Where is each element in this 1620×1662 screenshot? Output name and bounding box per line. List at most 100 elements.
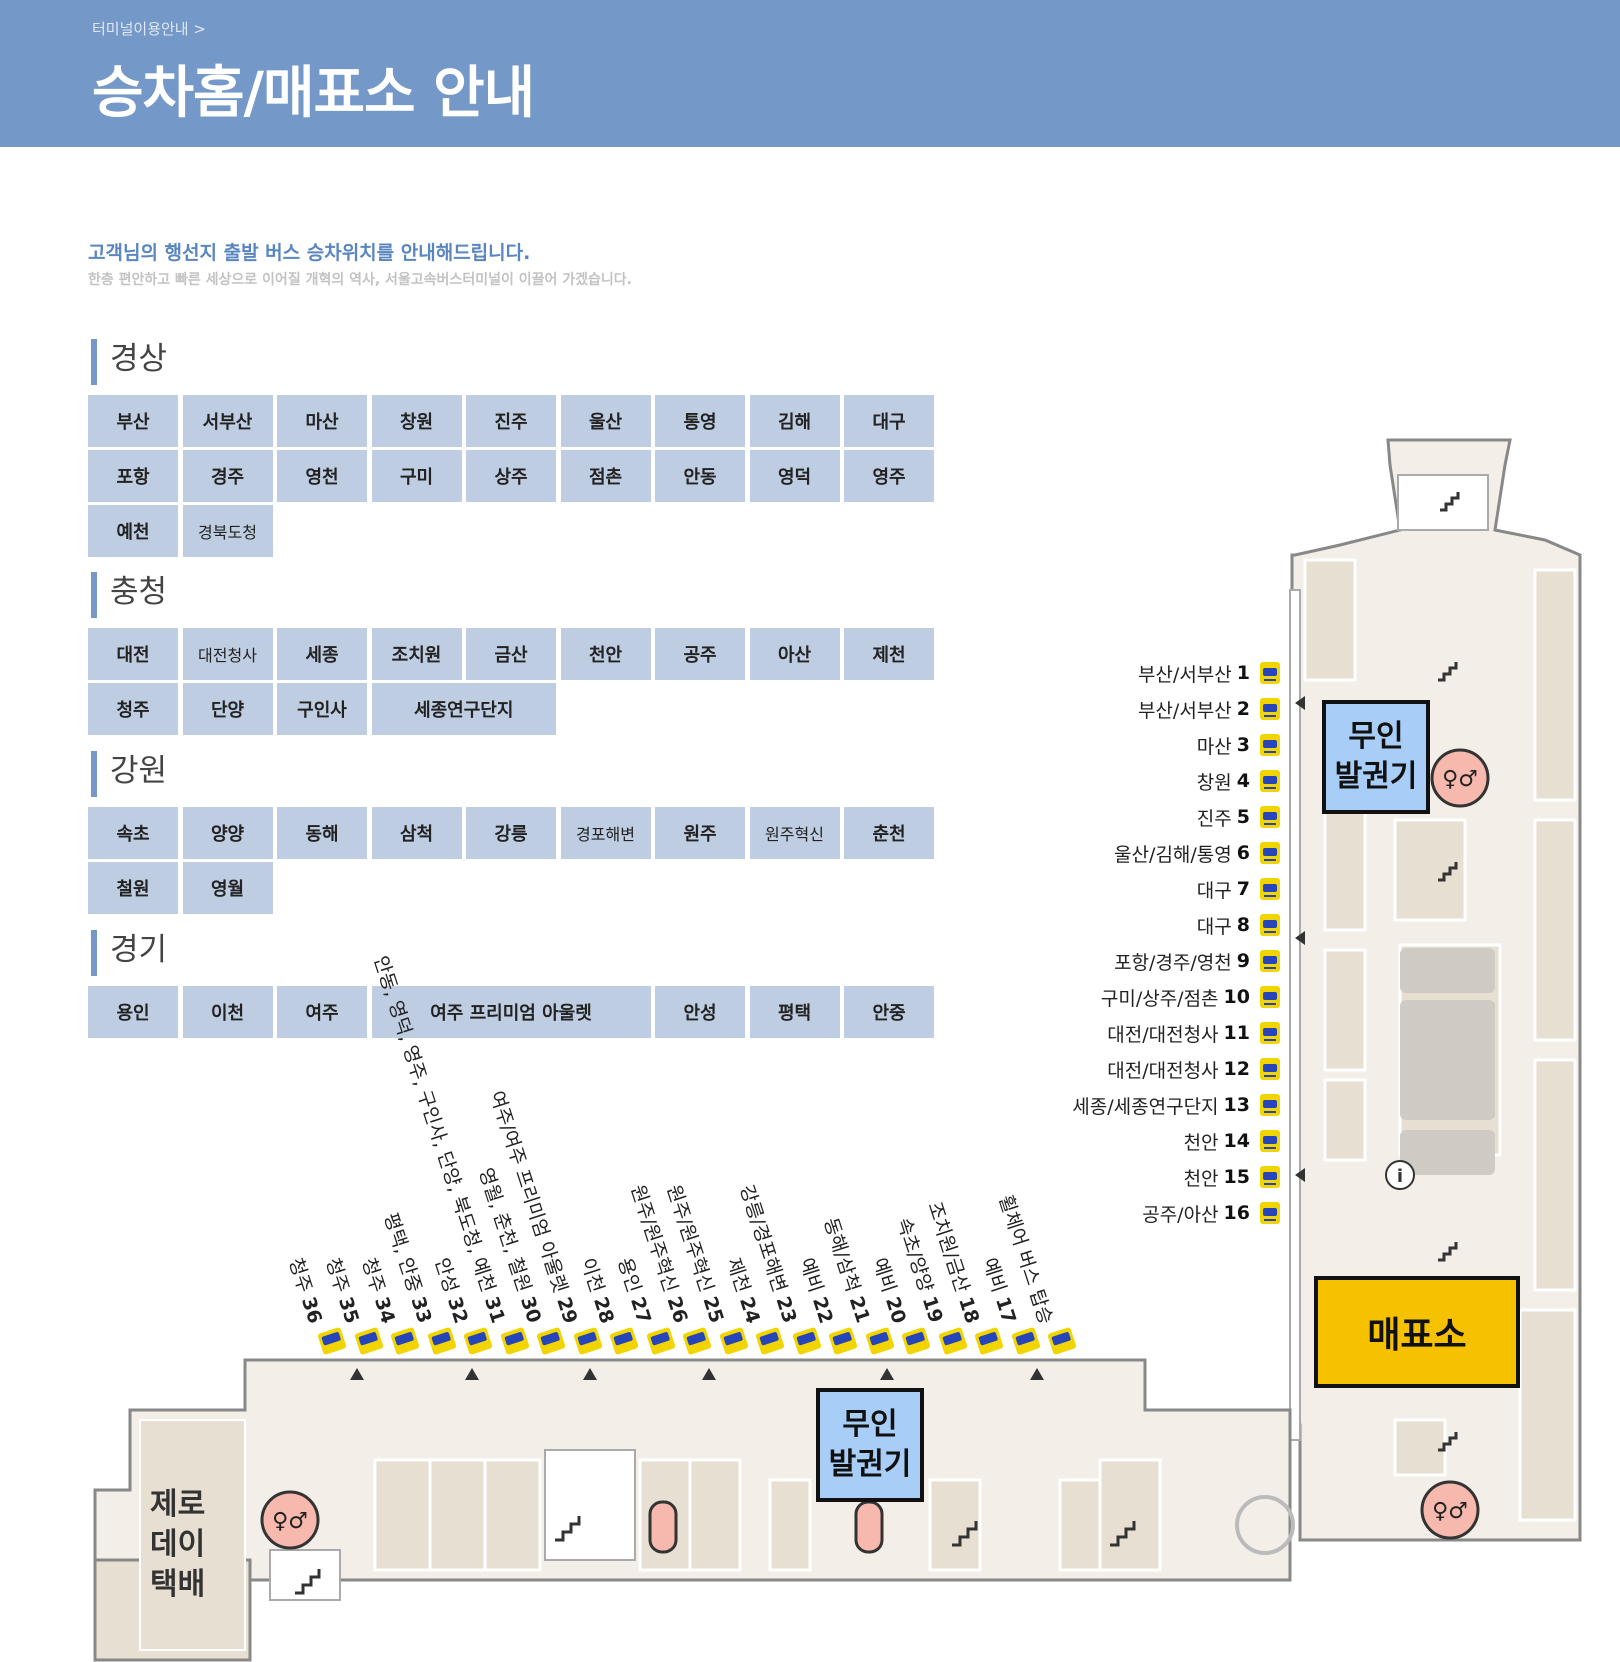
- destination-button[interactable]: 청주: [88, 683, 178, 735]
- zero-day-delivery[interactable]: 제로 데이 택배: [150, 1485, 205, 1605]
- region-title: 충청: [88, 568, 938, 618]
- destination-button[interactable]: 상주: [466, 450, 556, 502]
- destination-button[interactable]: 아산: [749, 628, 840, 680]
- destination-button[interactable]: 부산: [88, 395, 178, 447]
- destination-button[interactable]: 평택: [749, 986, 840, 1038]
- destination-button[interactable]: 경북도청: [182, 505, 273, 557]
- destination-button[interactable]: 영덕: [749, 450, 840, 502]
- kiosk-label: 무인: [1348, 719, 1404, 754]
- destination-button[interactable]: 울산: [560, 395, 651, 447]
- intro-headline: 고객님의 행선지 출발 버스 승차위치를 안내해드립니다.: [88, 242, 531, 264]
- destination-button[interactable]: 대전청사: [182, 628, 273, 680]
- bus-icon: [1260, 734, 1280, 756]
- destination-button[interactable]: 구인사: [277, 683, 367, 735]
- destination-button[interactable]: 금산: [466, 628, 556, 680]
- destination-button[interactable]: 삼척: [371, 807, 462, 859]
- destination-button[interactable]: 철원: [88, 862, 178, 914]
- destination-button[interactable]: 안동: [655, 450, 745, 502]
- destination-button[interactable]: 원주: [655, 807, 745, 859]
- destination-button[interactable]: 포항: [88, 450, 178, 502]
- destination-button[interactable]: 마산: [277, 395, 367, 447]
- gate-destination: 진주: [1196, 807, 1232, 830]
- destination-button[interactable]: 조치원: [371, 628, 462, 680]
- bus-icon: [1260, 1094, 1280, 1116]
- zero-day-label: 제로: [150, 1487, 206, 1522]
- destination-button[interactable]: 세종: [277, 628, 367, 680]
- compass-icon: [1235, 1495, 1295, 1555]
- svg-text:♀♂: ♀♂: [1432, 1499, 1468, 1524]
- svg-text:i: i: [1397, 1166, 1403, 1187]
- destination-button[interactable]: 이천: [182, 986, 273, 1038]
- destination-button[interactable]: 춘천: [844, 807, 934, 859]
- destination-button[interactable]: 제천: [844, 628, 934, 680]
- bus-icon: [1260, 770, 1280, 792]
- destination-button[interactable]: 통영: [655, 395, 745, 447]
- gate-number: 5: [1236, 806, 1250, 828]
- destination-button[interactable]: 대구: [844, 395, 934, 447]
- destination-button[interactable]: 원주혁신: [749, 807, 840, 859]
- destination-button[interactable]: 경주: [182, 450, 273, 502]
- ticket-office[interactable]: 매표소: [1314, 1276, 1520, 1388]
- destination-button[interactable]: 진주: [466, 395, 556, 447]
- destination-button[interactable]: 양양: [182, 807, 273, 859]
- zero-day-label: 데이: [150, 1527, 206, 1562]
- gate-destination: 공주/아산: [1142, 1203, 1219, 1226]
- destination-button[interactable]: 영주: [844, 450, 934, 502]
- ticket-office-label: 매표소: [1367, 1315, 1467, 1356]
- gate-number: 14: [1223, 1130, 1250, 1152]
- destination-button[interactable]: 점촌: [560, 450, 651, 502]
- breadcrumb[interactable]: 터미널이용안내 >: [92, 20, 206, 38]
- destination-button[interactable]: 속초: [88, 807, 178, 859]
- destination-button[interactable]: 영천: [277, 450, 367, 502]
- destination-button[interactable]: 단양: [182, 683, 273, 735]
- destination-button[interactable]: 구미: [371, 450, 462, 502]
- gate-destination: 구미/상주/점촌: [1100, 987, 1219, 1010]
- bus-icon: [1260, 1166, 1280, 1188]
- gate-destination: 대전/대전청사: [1107, 1023, 1219, 1046]
- destination-button[interactable]: 안중: [844, 986, 934, 1038]
- destination-button[interactable]: 안성: [655, 986, 745, 1038]
- destination-button[interactable]: 예천: [88, 505, 178, 557]
- gate-number: 2: [1236, 698, 1250, 720]
- bus-icon: [1260, 842, 1280, 864]
- destination-button[interactable]: 서부산: [182, 395, 273, 447]
- destination-button[interactable]: 여주: [277, 986, 367, 1038]
- bus-icon: [1260, 1202, 1280, 1224]
- destination-button[interactable]: 대전: [88, 628, 178, 680]
- destination-button[interactable]: 세종연구단지: [371, 683, 556, 735]
- destination-button[interactable]: 동해: [277, 807, 367, 859]
- kiosk-label: 발권기: [1334, 759, 1418, 794]
- destination-button[interactable]: 경포해변: [560, 807, 651, 859]
- destination-button[interactable]: 영월: [182, 862, 273, 914]
- gate-number: 15: [1223, 1166, 1250, 1188]
- destination-button[interactable]: 천안: [560, 628, 651, 680]
- destination-button[interactable]: 공주: [655, 628, 745, 680]
- destination-button[interactable]: 김해: [749, 395, 840, 447]
- destination-button[interactable]: 여주 프리미엄 아울렛: [371, 986, 651, 1038]
- destination-button[interactable]: 강릉: [466, 807, 556, 859]
- destination-button[interactable]: 용인: [88, 986, 178, 1038]
- gate-destination: 대구: [1196, 915, 1232, 938]
- destination-button[interactable]: 창원: [371, 395, 462, 447]
- gate-number: 12: [1223, 1058, 1250, 1080]
